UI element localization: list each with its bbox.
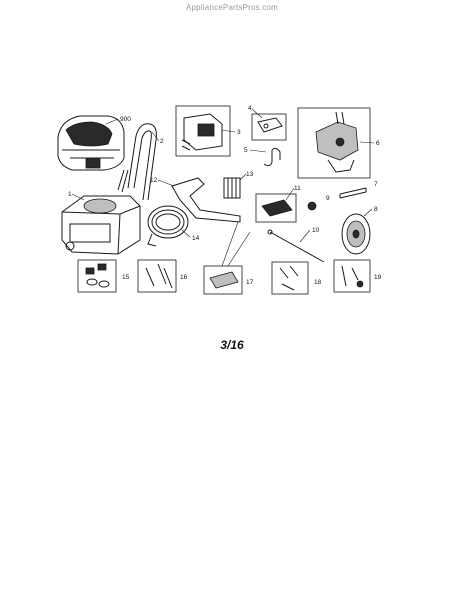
callout-12: 12 [150, 177, 158, 184]
shield-plate[interactable] [255, 193, 297, 223]
callout-19: 19 [374, 274, 382, 281]
hook[interactable] [263, 147, 281, 167]
kit-18[interactable] [271, 261, 309, 295]
callout-900: 900 [120, 116, 131, 123]
gun-holder[interactable] [223, 177, 241, 199]
spray-gun[interactable] [171, 177, 241, 223]
callout-4: 4 [248, 105, 252, 112]
callout-10: 10 [312, 227, 320, 234]
callout-3: 3 [237, 129, 241, 136]
callout-15: 15 [122, 274, 130, 281]
callout-16: 16 [180, 274, 188, 281]
callout-18: 18 [314, 279, 322, 286]
frame[interactable] [61, 195, 141, 255]
callout-11: 11 [294, 185, 301, 192]
callout-6: 6 [376, 140, 380, 147]
page-number: 3/16 [220, 338, 244, 352]
engine[interactable] [57, 115, 125, 171]
hose[interactable] [147, 205, 189, 247]
axle[interactable] [339, 187, 367, 199]
callout-13: 13 [246, 171, 254, 178]
callout-2: 2 [160, 138, 164, 145]
callout-17: 17 [246, 279, 254, 286]
kit-16[interactable] [137, 259, 177, 293]
watermark: AppliancePartsPros.com [186, 3, 278, 12]
callout-7: 7 [374, 181, 378, 188]
handle[interactable] [117, 123, 157, 201]
wand[interactable] [267, 229, 325, 263]
callout-1: 1 [68, 191, 72, 198]
control-panel[interactable] [175, 105, 231, 157]
callout-9: 9 [326, 195, 330, 202]
pump[interactable] [297, 107, 371, 179]
callout-14: 14 [192, 235, 200, 242]
kit-15[interactable] [77, 259, 117, 293]
kit-17[interactable] [203, 265, 243, 295]
wheel[interactable] [341, 213, 371, 255]
bracket[interactable] [251, 113, 287, 141]
callout-5: 5 [244, 147, 248, 154]
callout-8: 8 [374, 206, 378, 213]
kit-19[interactable] [333, 259, 371, 293]
nut[interactable] [307, 201, 317, 211]
